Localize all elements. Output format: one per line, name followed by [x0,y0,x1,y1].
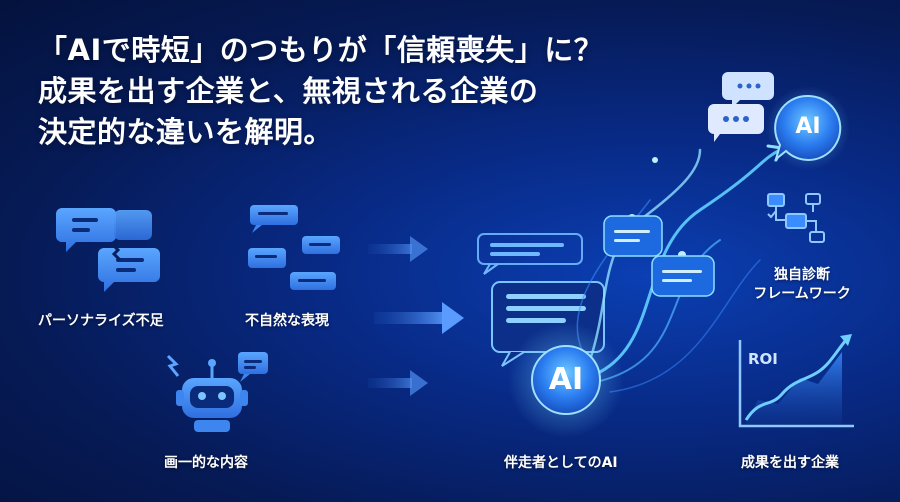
label-framework-line-2: フレームワーク [753,286,851,302]
center-ai-label: AI [548,362,584,397]
flow-arrows [368,236,464,396]
center-ai-orb [508,322,624,438]
arrow-top [368,236,428,262]
arrow-middle [374,302,464,334]
label-unnatural: 不自然な表現 [245,313,329,329]
headline-line-3: 決定的な違いを解明。 [38,115,334,149]
headline: 「AIで時短」のつもりが「信頼喪失」に？ 成果を出す企業と、無視される企業の 決… [38,30,638,153]
label-success: 成果を出す企業 [741,455,839,471]
label-uniform: 画一的な内容 [164,455,248,471]
label-personalize: パーソナライズ不足 [38,313,164,329]
label-framework: 独自診断 フレームワーク [752,266,852,304]
label-framework-line-1: 独自診断 [774,267,830,283]
headline-line-1: 「AIで時短」のつもりが「信頼喪失」に？ [38,33,604,67]
roi-label: ROI [748,350,778,368]
personalize-chat-icon [56,208,160,292]
floating-bubbles [603,72,774,297]
robot-icon [166,352,268,432]
unnatural-chat-icon [248,205,340,290]
headline-line-2: 成果を出す企業と、無視される企業の [38,74,539,108]
roi-chart [738,334,854,428]
arrow-bottom [368,370,428,396]
right-ai-bubble [766,86,850,170]
right-ai-label: AI [795,114,821,139]
label-center-caption: 伴走者としてのAI [504,455,618,471]
flowchart-icon [767,193,825,243]
